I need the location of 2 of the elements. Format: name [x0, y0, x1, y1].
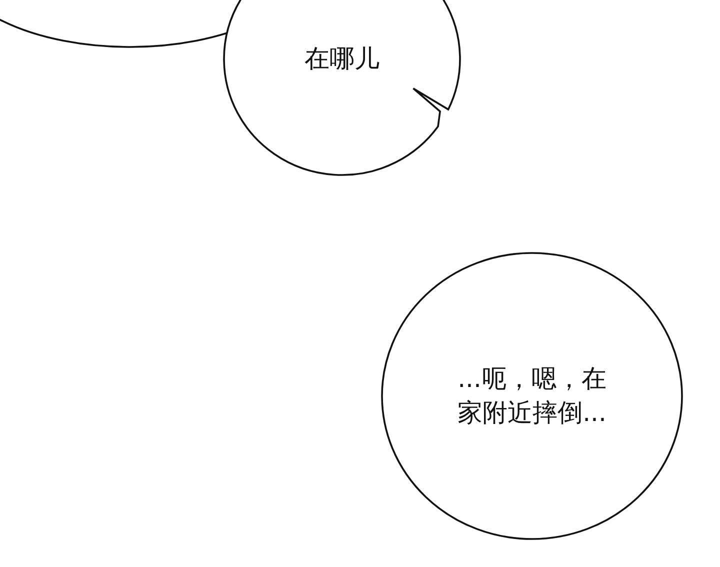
dialogue-text: 在哪儿 — [304, 43, 380, 76]
dialogue-text: ...呃，嗯，在家附近摔倒... — [456, 363, 608, 429]
